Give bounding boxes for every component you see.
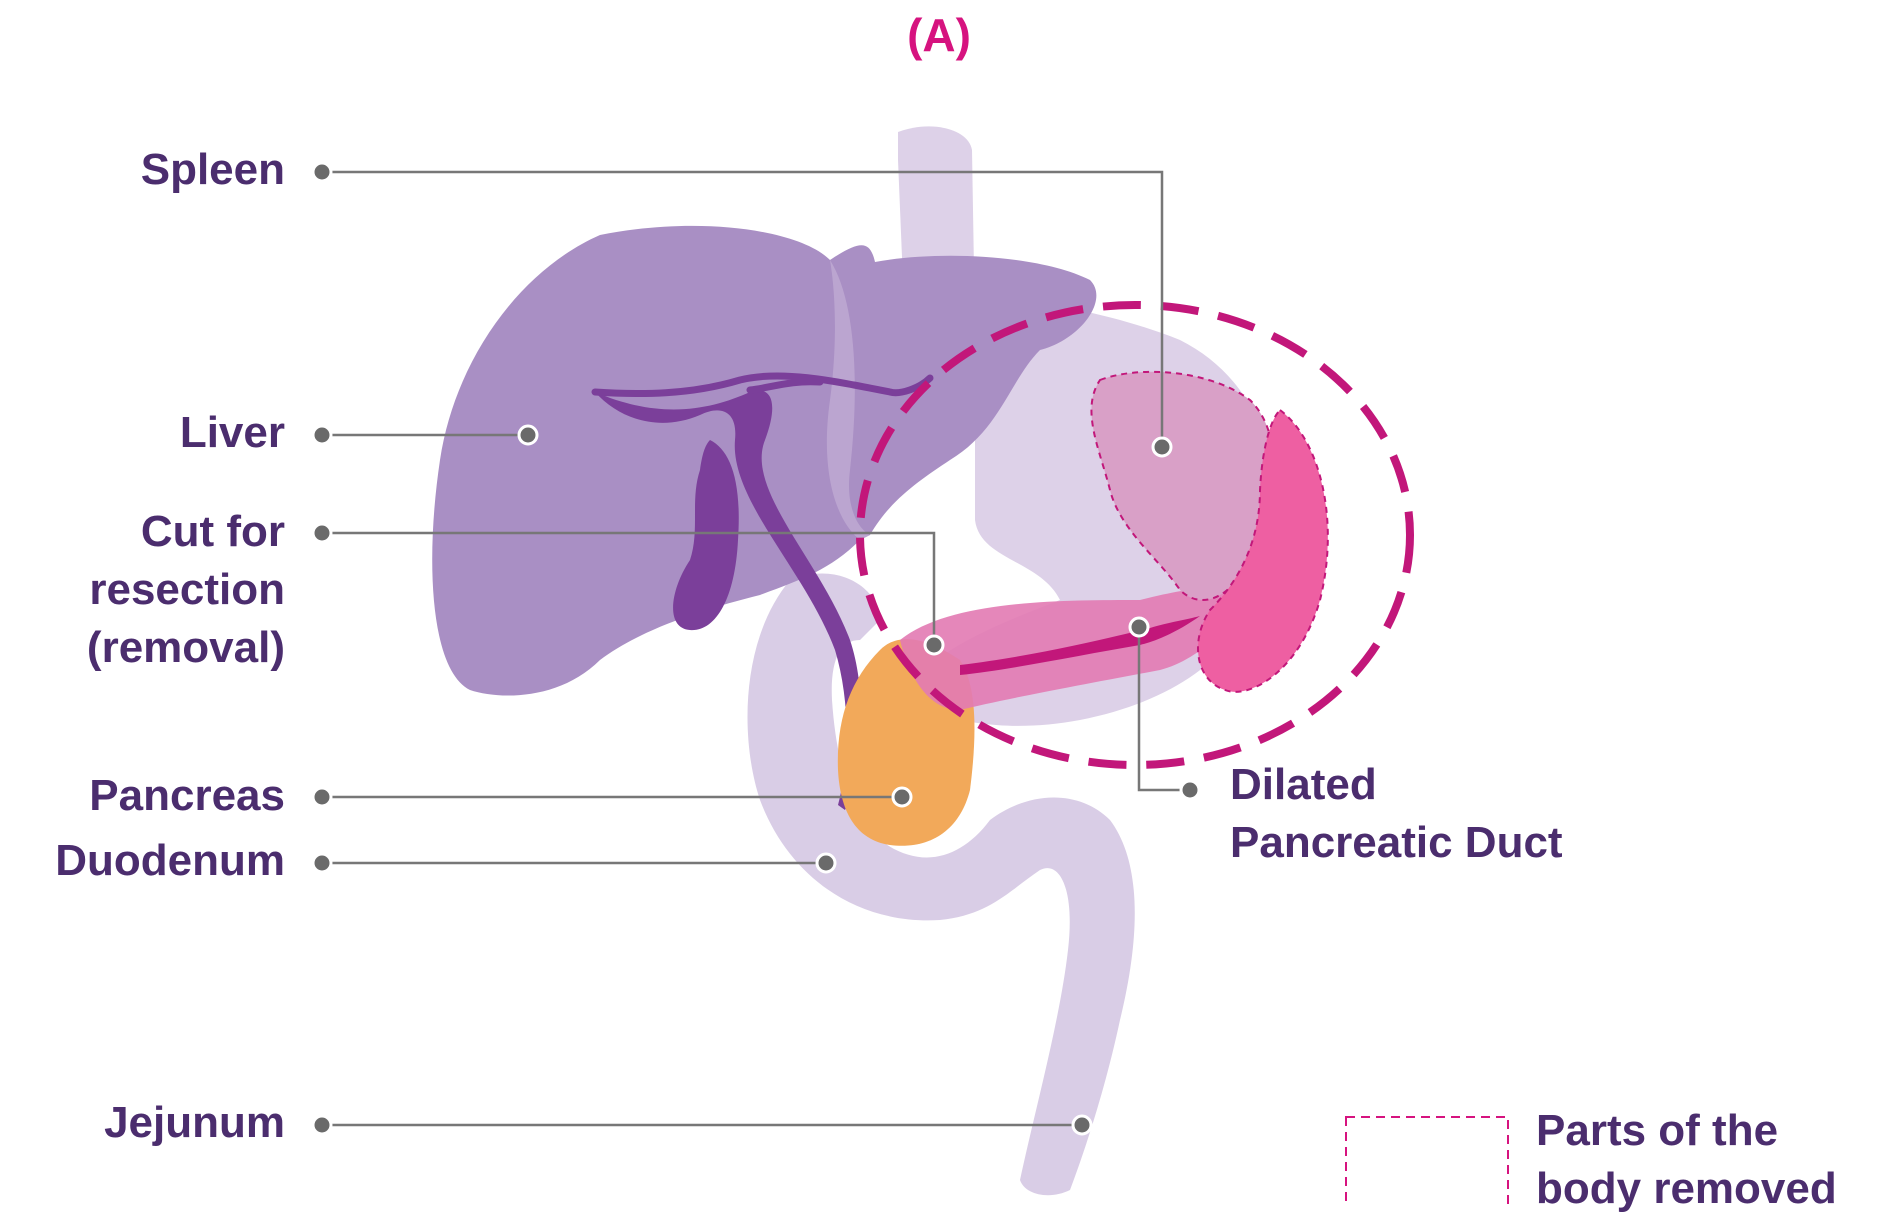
cut-dot-left: [313, 524, 331, 542]
duodenum-dot-right: [817, 854, 835, 872]
legend-swatch: [1346, 1117, 1508, 1206]
jejunum-dot-left: [313, 1116, 331, 1134]
label-cut-for-resection: Cut for resection (removal): [20, 503, 285, 677]
jejunum-dot-right: [1073, 1116, 1091, 1134]
pancreas-dot-left: [313, 788, 331, 806]
pancreas-dot-right: [893, 788, 911, 806]
legend-label: Parts of the body removed: [1536, 1102, 1876, 1218]
liver-dot-left: [313, 426, 331, 444]
spleen-dot-left: [313, 163, 331, 181]
label-liver: Liver: [40, 404, 285, 462]
spleen-dot-right: [1153, 438, 1171, 456]
duodenum-dot-left: [313, 854, 331, 872]
label-duodenum: Duodenum: [10, 832, 285, 890]
label-dilated-pancreatic-duct: Dilated Pancreatic Duct: [1230, 756, 1650, 872]
liver-dot-right: [519, 426, 537, 444]
label-pancreas: Pancreas: [20, 767, 285, 825]
duct-dot-right: [1181, 781, 1199, 799]
label-spleen: Spleen: [40, 141, 285, 199]
label-jejunum: Jejunum: [20, 1094, 285, 1152]
duct-dot-top: [1130, 618, 1148, 636]
cut-dot-right: [925, 636, 943, 654]
